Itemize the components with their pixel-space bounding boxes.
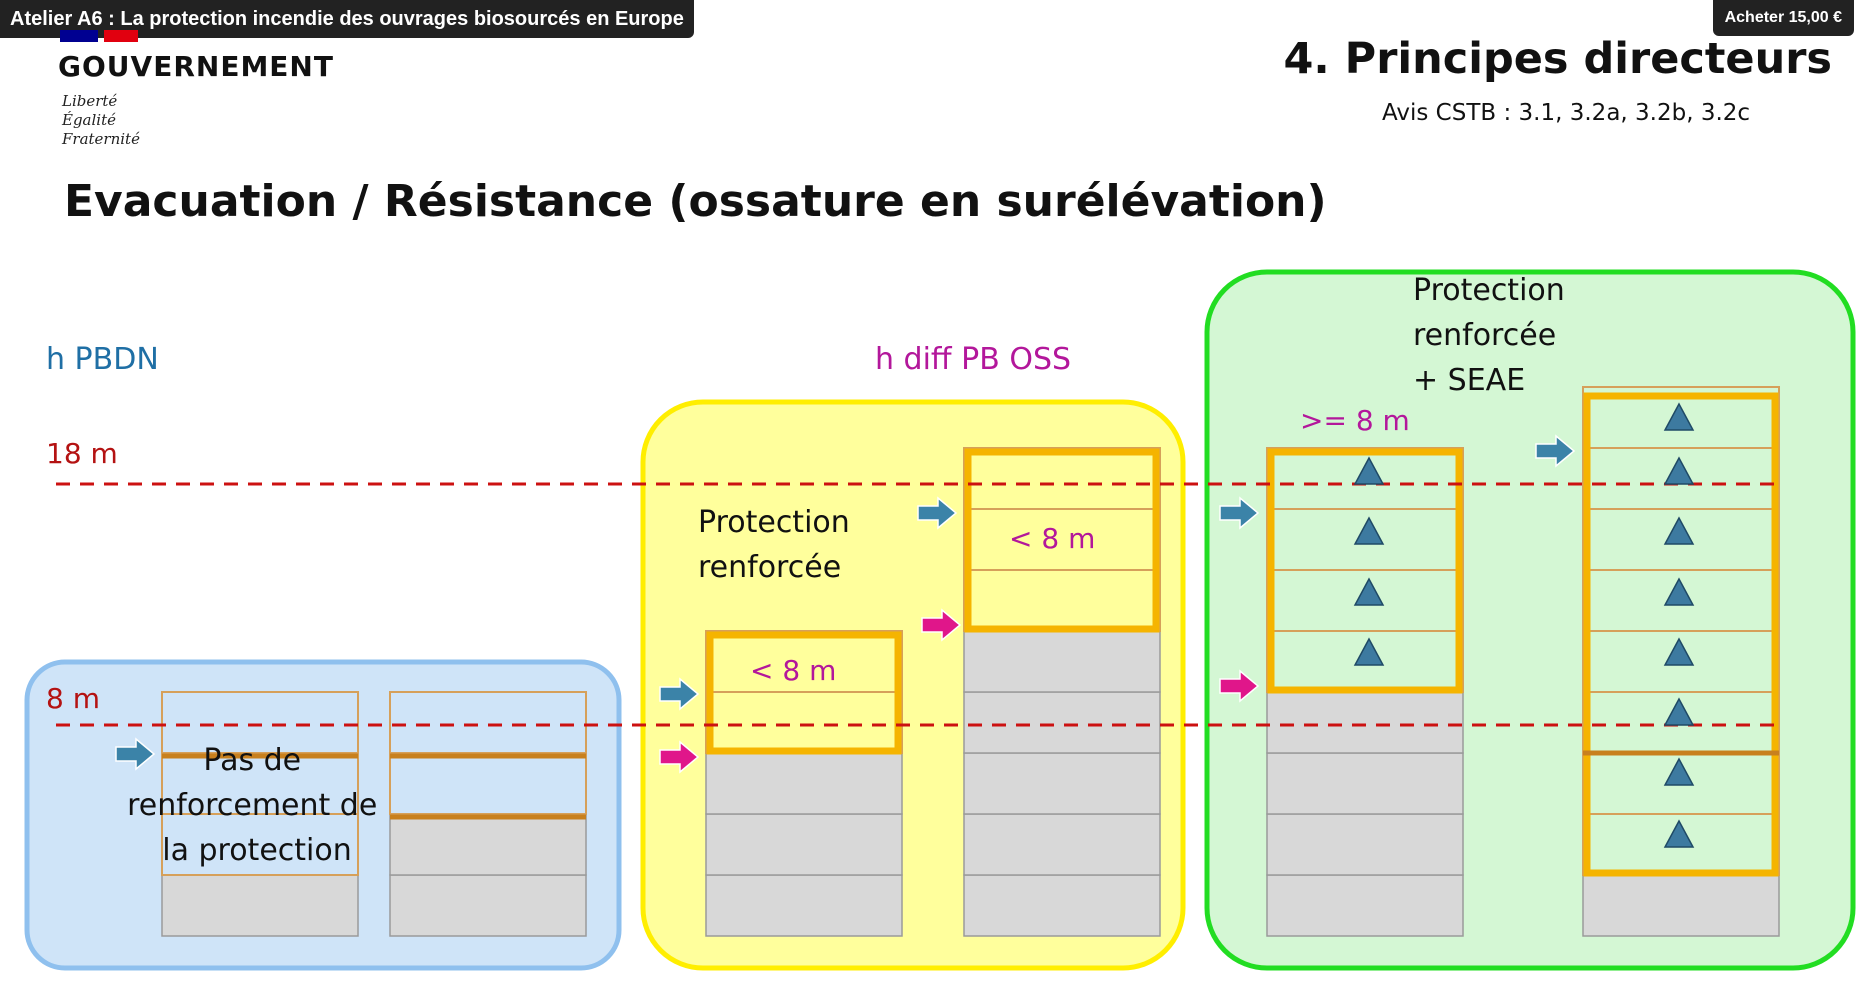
existing-floor bbox=[963, 813, 1161, 876]
green-zone-text: Protection renforcée + SEAE bbox=[1413, 273, 1574, 398]
logo-red-shape bbox=[104, 30, 138, 42]
evacuation-arrow-icon bbox=[1535, 434, 1576, 468]
markers-layer bbox=[115, 402, 1695, 848]
smoke-detector-icon bbox=[1663, 637, 1695, 666]
timber-floor bbox=[161, 691, 359, 754]
motto-line: Égalité bbox=[62, 111, 116, 129]
yellow-building1-label: < 8 m bbox=[750, 654, 836, 687]
government-motto: Liberté Égalité Fraternité bbox=[62, 92, 140, 149]
smoke-detector-icon bbox=[1663, 577, 1695, 606]
smoke-detector-icon bbox=[1353, 516, 1385, 545]
existing-floor bbox=[1266, 813, 1464, 876]
timber-floor bbox=[705, 630, 903, 693]
existing-floor bbox=[963, 752, 1161, 815]
green-zone-text-line: renforcée bbox=[1413, 318, 1556, 353]
evacuation-arrow-icon bbox=[1219, 496, 1260, 530]
motto-line: Liberté bbox=[62, 92, 118, 110]
smoke-detector-icon bbox=[1663, 456, 1695, 485]
buy-button[interactable]: Acheter 15,00 € bbox=[1712, 0, 1854, 36]
section-title: 4. Principes directeurs bbox=[1283, 34, 1832, 84]
motto-line: Fraternité bbox=[62, 130, 140, 148]
evacuation-arrow-icon bbox=[115, 737, 156, 771]
existing-floor bbox=[389, 874, 587, 937]
smoke-detector-icon bbox=[1663, 757, 1695, 786]
existing-floor bbox=[389, 813, 587, 876]
existing-floor bbox=[1582, 874, 1780, 937]
label-8m: 8 m bbox=[46, 682, 100, 715]
existing-floor bbox=[1266, 691, 1464, 754]
green-height-label: >= 8 m bbox=[1300, 404, 1410, 437]
yellow-zone-text-line: Protection bbox=[698, 505, 850, 540]
smoke-detector-icon bbox=[1353, 577, 1385, 606]
timber-floor bbox=[963, 447, 1161, 510]
reinforced-frame bbox=[964, 448, 1160, 633]
reinforced-frame bbox=[1583, 392, 1779, 877]
difference-arrow-icon bbox=[921, 608, 962, 642]
existing-floor bbox=[963, 691, 1161, 754]
existing-floor bbox=[1266, 752, 1464, 815]
existing-floor bbox=[705, 874, 903, 937]
buildings-layer bbox=[161, 386, 1780, 937]
smoke-detector-icon bbox=[1353, 637, 1385, 666]
difference-arrow-icon bbox=[659, 740, 700, 774]
evacuation-arrow-icon bbox=[659, 677, 700, 711]
smoke-detector-icon bbox=[1353, 456, 1385, 485]
timber-floor bbox=[1266, 447, 1464, 510]
difference-arrow-icon bbox=[1219, 669, 1260, 703]
reinforced-frame bbox=[1267, 448, 1463, 694]
yellow-zone-text-line: renforcée bbox=[698, 550, 841, 585]
slide-title: Evacuation / Résistance (ossature en sur… bbox=[64, 176, 1327, 227]
existing-floor bbox=[161, 874, 359, 937]
blue-zone-text-line: renforcement de bbox=[127, 788, 377, 823]
smoke-detector-icon bbox=[1663, 819, 1695, 848]
marianne-logo bbox=[60, 30, 138, 42]
label-h-pbdn: h PBDN bbox=[46, 342, 159, 377]
timber-floor bbox=[389, 691, 587, 754]
blue-zone-text-line: Pas de bbox=[203, 743, 301, 778]
existing-floor bbox=[705, 813, 903, 876]
yellow-building2-label: < 8 m bbox=[1009, 522, 1095, 555]
existing-floor bbox=[705, 752, 903, 815]
government-name: GOUVERNEMENT bbox=[58, 50, 334, 83]
logo-blue-shape bbox=[60, 30, 98, 42]
smoke-detector-icon bbox=[1663, 697, 1695, 726]
label-h-diff: h diff PB OSS bbox=[875, 342, 1071, 377]
section-subtitle: Avis CSTB : 3.1, 3.2a, 3.2b, 3.2c bbox=[1382, 100, 1751, 126]
existing-floor bbox=[963, 874, 1161, 937]
existing-floor bbox=[1266, 874, 1464, 937]
timber-floor bbox=[1582, 386, 1780, 449]
evacuation-arrow-icon bbox=[917, 496, 958, 530]
green-zone-text-line: + SEAE bbox=[1413, 363, 1525, 398]
smoke-detector-icon bbox=[1663, 516, 1695, 545]
green-zone-text-line: Protection bbox=[1413, 273, 1565, 308]
label-18m: 18 m bbox=[46, 437, 118, 470]
reinforced-frame bbox=[706, 631, 902, 755]
smoke-detector-icon bbox=[1663, 402, 1695, 431]
blue-zone-text: Pas de renforcement de la protection bbox=[127, 743, 387, 868]
blue-zone-text-line: la protection bbox=[162, 833, 352, 868]
existing-floor bbox=[963, 630, 1161, 693]
yellow-zone-text: Protection renforcée bbox=[698, 505, 859, 585]
